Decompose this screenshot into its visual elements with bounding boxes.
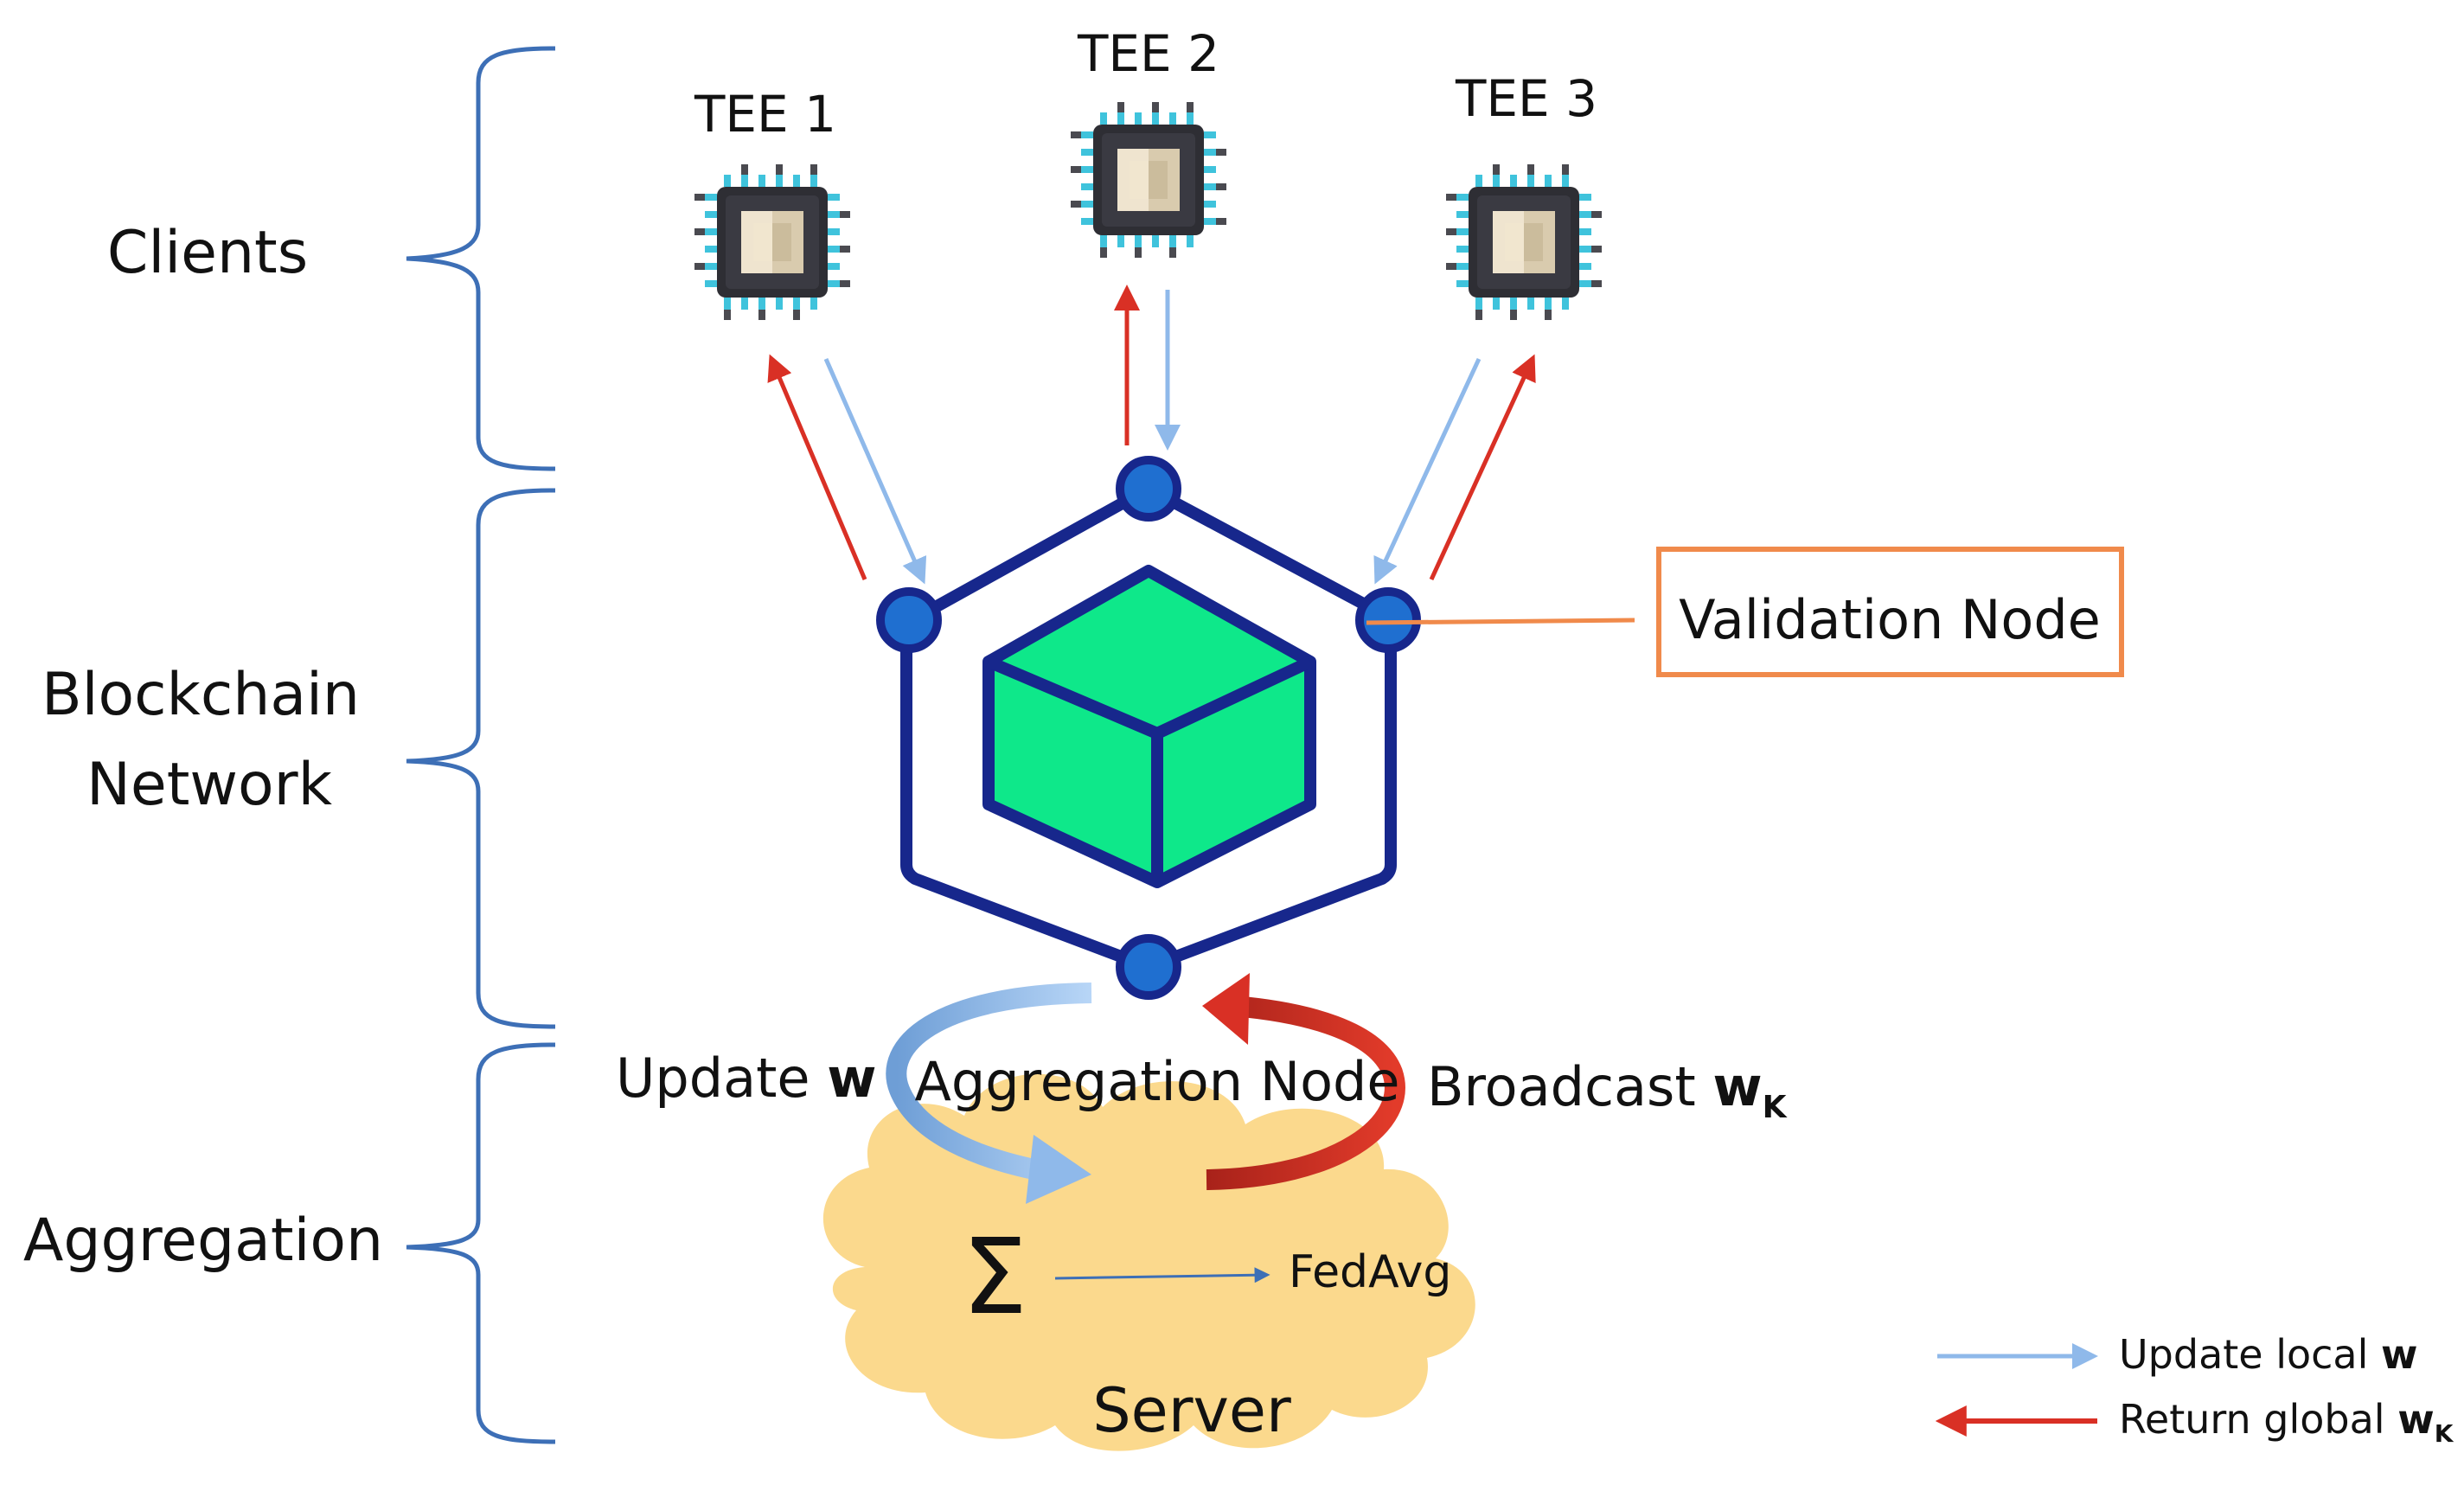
aggregation-node-dot — [1116, 934, 1181, 1000]
sigma-symbol: Σ — [962, 1218, 1027, 1338]
tee-label: TEE 3 — [1455, 69, 1597, 128]
legend-update-label: Update local w — [2119, 1331, 2418, 1378]
cube-icon — [982, 565, 1316, 888]
blockchain-network — [876, 456, 1421, 1000]
update-arrow-tee1 — [823, 357, 927, 585]
clients-label: Clients — [107, 219, 308, 287]
tee-label: TEE 1 — [694, 85, 836, 144]
network-node-left — [876, 587, 942, 653]
fedavg-label: FedAvg — [1289, 1246, 1451, 1298]
client-arrows — [767, 285, 1536, 585]
bracket-blockchain — [406, 488, 556, 1029]
tee-1: TEE 1 — [694, 85, 850, 320]
blockchain-label-line1: Blockchain — [42, 661, 360, 729]
tee-label: TEE 2 — [1077, 24, 1219, 83]
validation-node-dot — [1355, 587, 1421, 653]
aggregation-label: Aggregation — [23, 1207, 383, 1275]
fedavg-arrow — [1054, 1267, 1270, 1284]
blockchain-label-line2: Network — [86, 751, 333, 819]
update-w-arc — [886, 983, 1092, 1182]
tee-3: TEE 3 — [1446, 69, 1602, 320]
chip-icon — [694, 164, 850, 320]
legend-return-label: Return global wK — [2119, 1396, 2454, 1448]
bracket-aggregation — [406, 1042, 556, 1444]
aggregation-node-label: Aggregation Node — [914, 1050, 1399, 1113]
broadcast-arc — [1206, 995, 1405, 1190]
server-label: Server — [1092, 1375, 1291, 1446]
layer-brackets — [406, 46, 556, 1444]
update-w-arc-head — [1026, 1135, 1091, 1204]
chip-icon — [1071, 102, 1226, 258]
tee-2: TEE 2 — [1071, 24, 1226, 258]
bracket-clients — [406, 46, 556, 471]
chip-icon — [1446, 164, 1602, 320]
update-w-label: Update w — [616, 1047, 877, 1110]
legend: Update local w Return global wK — [1935, 1331, 2454, 1448]
return-arrow-tee1 — [767, 354, 867, 580]
update-arrow-tee3 — [1373, 357, 1482, 585]
network-node-top — [1116, 456, 1181, 522]
return-arrow-tee3 — [1429, 354, 1536, 581]
validation-node-box — [1656, 547, 2124, 677]
validation-callout-line — [1366, 618, 1635, 625]
broadcast-wk-label: Broadcast wK — [1427, 1055, 1788, 1125]
validation-node-label: Validation Node — [1679, 588, 2101, 651]
broadcast-arc-head — [1202, 973, 1250, 1045]
